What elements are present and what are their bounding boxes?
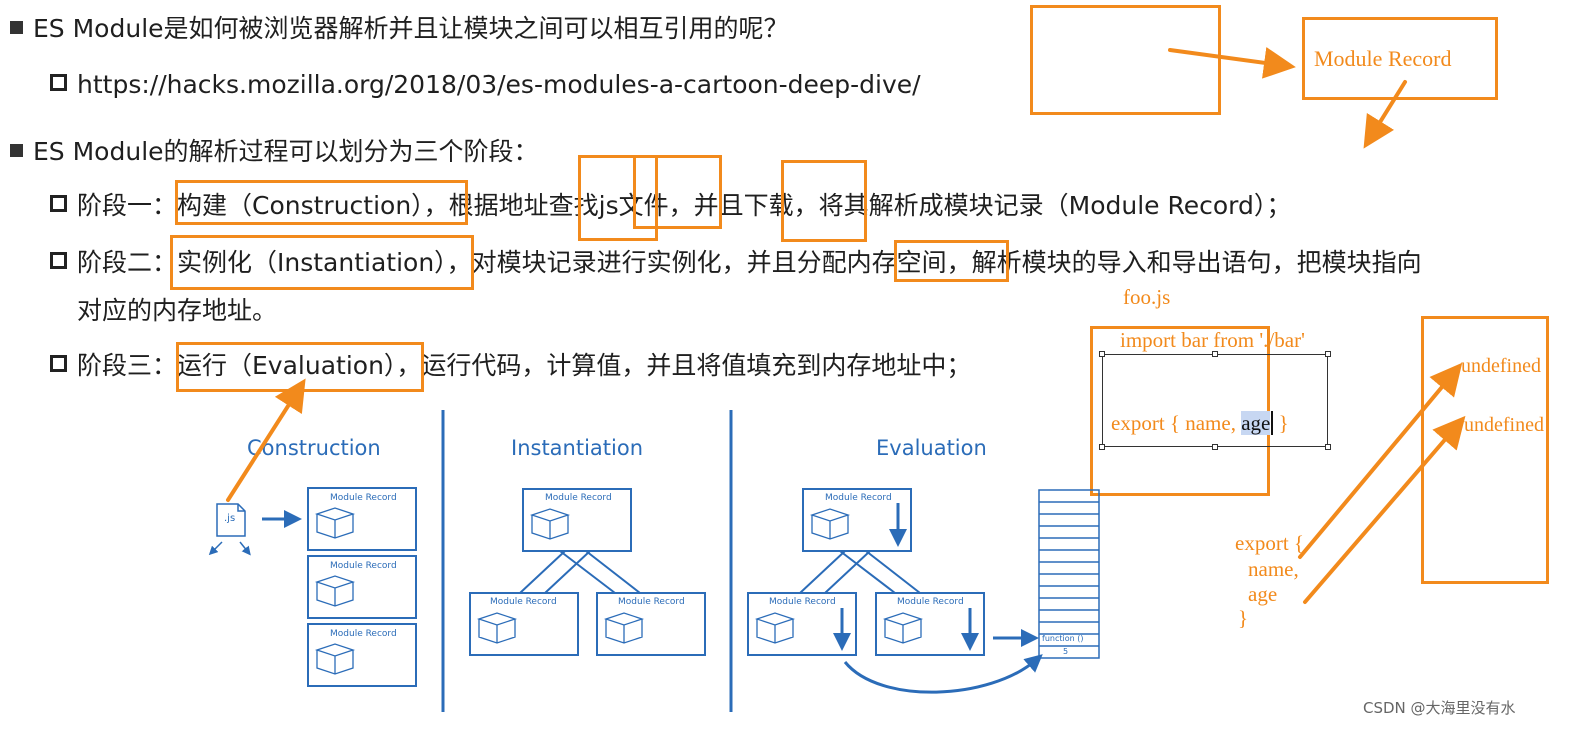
js-file-icon	[208, 503, 251, 556]
arrow-name-to-undefined	[1298, 362, 1463, 559]
selection-handle[interactable]	[1212, 444, 1218, 450]
highlight-download	[781, 160, 867, 242]
export-object-line-3: age	[1248, 582, 1278, 606]
module-record-label: Module Record	[1314, 46, 1452, 71]
highlight-construction	[175, 180, 468, 225]
undefined-value-2: undefined	[1464, 414, 1544, 436]
highlight-find-js	[578, 155, 658, 241]
sub-bullet-marker	[50, 74, 67, 91]
bullet-marker	[10, 144, 23, 157]
evaluation-heading: Evaluation	[876, 436, 987, 460]
stage-three-text: 阶段三：运行（Evaluation），运行代码，计算值，并且将值填充到内存地址中…	[50, 351, 971, 381]
highlight-instantiation	[170, 235, 474, 290]
arrow-from-module-record	[1363, 80, 1407, 149]
selection-handle[interactable]	[1099, 351, 1105, 357]
instantiation-heading: Instantiation	[511, 436, 644, 460]
undefined-value-1: undefined	[1461, 355, 1541, 377]
module-record-label: Module Record	[490, 597, 557, 607]
lego-block-icons	[314, 507, 924, 675]
module-record-box	[1302, 17, 1498, 100]
foo-js-label: foo.js	[1123, 285, 1171, 309]
sub-bullet-marker	[50, 355, 67, 372]
memory-values-box	[1421, 316, 1549, 584]
import-statement: import bar from './bar'	[1120, 328, 1305, 352]
module-record-label: Module Record	[545, 493, 612, 503]
stage-two-text-cont: 对应的内存地址。	[77, 296, 278, 325]
arrow-to-module-record	[1168, 46, 1296, 79]
export-object-line-2: name,	[1248, 557, 1299, 581]
bullet-question: ES Module是如何被浏览器解析并且让模块之间可以相互引用的呢？	[10, 14, 789, 44]
selection-handle[interactable]	[1325, 351, 1331, 357]
stage-two-text: 阶段二：实例化（Instantiation），对模块记录进行实例化，并且分配内存…	[50, 248, 1422, 278]
curved-evaluation-arrow	[843, 654, 1043, 694]
export-object-line-4: }	[1238, 606, 1249, 630]
construction-heading: Construction	[247, 436, 381, 460]
watermark: CSDN @大海里没有水	[1363, 699, 1516, 717]
module-record-label: Module Record	[825, 493, 892, 503]
sub-bullet-marker	[50, 195, 67, 212]
module-record-label: Module Record	[618, 597, 685, 607]
sub-bullet-marker	[50, 252, 67, 269]
arrow-age-to-undefined	[1303, 415, 1466, 604]
bullet-marker	[10, 21, 23, 34]
selected-text: age	[1241, 411, 1271, 435]
module-record-label: Module Record	[330, 629, 397, 639]
evaluation-records	[747, 488, 985, 656]
export-statement: export { name, age }	[1111, 411, 1289, 435]
js-file-label: .js	[224, 513, 236, 524]
export-object-line-1: export {	[1235, 531, 1304, 555]
selection-handle[interactable]	[1099, 444, 1105, 450]
function-cell: function ()	[1042, 634, 1084, 643]
module-record-label: Module Record	[769, 597, 836, 607]
module-record-label: Module Record	[330, 561, 397, 571]
evaluation-down-arrows	[833, 503, 979, 651]
empty-module-box	[1030, 5, 1221, 115]
highlight-memory-space	[894, 240, 1009, 282]
module-record-label: Module Record	[897, 597, 964, 607]
reference-link[interactable]: https://hacks.mozilla.org/2018/03/es-mod…	[50, 70, 921, 100]
module-record-label: Module Record	[330, 493, 397, 503]
stage-one-text: 阶段一：构建（Construction），根据地址查找js文件，并且下载，将其解…	[50, 191, 1291, 221]
highlight-js-file	[633, 155, 722, 229]
memory-value: 5	[1063, 647, 1069, 656]
memory-stack	[1038, 489, 1100, 659]
arrow-evaluation-to-js	[226, 378, 306, 502]
construction-records	[307, 487, 417, 687]
instantiation-records	[469, 488, 706, 656]
bullet-stages-intro: ES Module的解析过程可以划分为三个阶段：	[10, 137, 539, 167]
selection-handle[interactable]	[1212, 351, 1218, 357]
selection-handle[interactable]	[1325, 444, 1331, 450]
